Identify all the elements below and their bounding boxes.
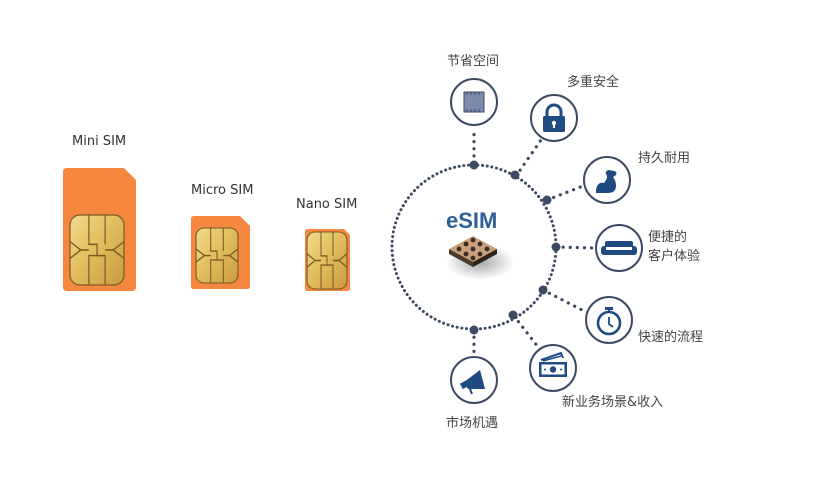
nano-sim-label: Nano SIM — [296, 197, 358, 212]
esim-chip-icon — [446, 236, 514, 280]
label-save-space: 节省空间 — [447, 54, 500, 69]
label-durable: 持久耐用 — [638, 151, 691, 166]
label-market: 市场机遇 — [446, 416, 499, 431]
label-security: 多重安全 — [567, 75, 620, 90]
label-new-business: 新业务场景&收入 — [562, 395, 664, 410]
stopwatch-icon — [596, 307, 622, 336]
flexed-arm-icon — [596, 170, 617, 193]
connectors — [472, 126, 597, 358]
megaphone-icon — [459, 370, 485, 395]
label-experience-line2: 客户体验 — [648, 249, 701, 264]
junction-dots — [469, 160, 561, 335]
nano-sim-card — [305, 229, 350, 291]
mini-sim-label: Mini SIM — [72, 134, 127, 149]
sofa-icon — [601, 241, 637, 255]
money-icon — [539, 351, 567, 377]
lock-icon — [543, 103, 565, 132]
micro-sim-card — [191, 216, 250, 289]
mini-sim-card — [63, 168, 136, 291]
memory-chip-icon — [463, 91, 485, 113]
label-experience-line1: 便捷的 — [648, 230, 688, 245]
label-fast-process: 快速的流程 — [638, 330, 704, 345]
esim-title: eSIM — [446, 208, 498, 233]
micro-sim-label: Micro SIM — [191, 183, 254, 198]
